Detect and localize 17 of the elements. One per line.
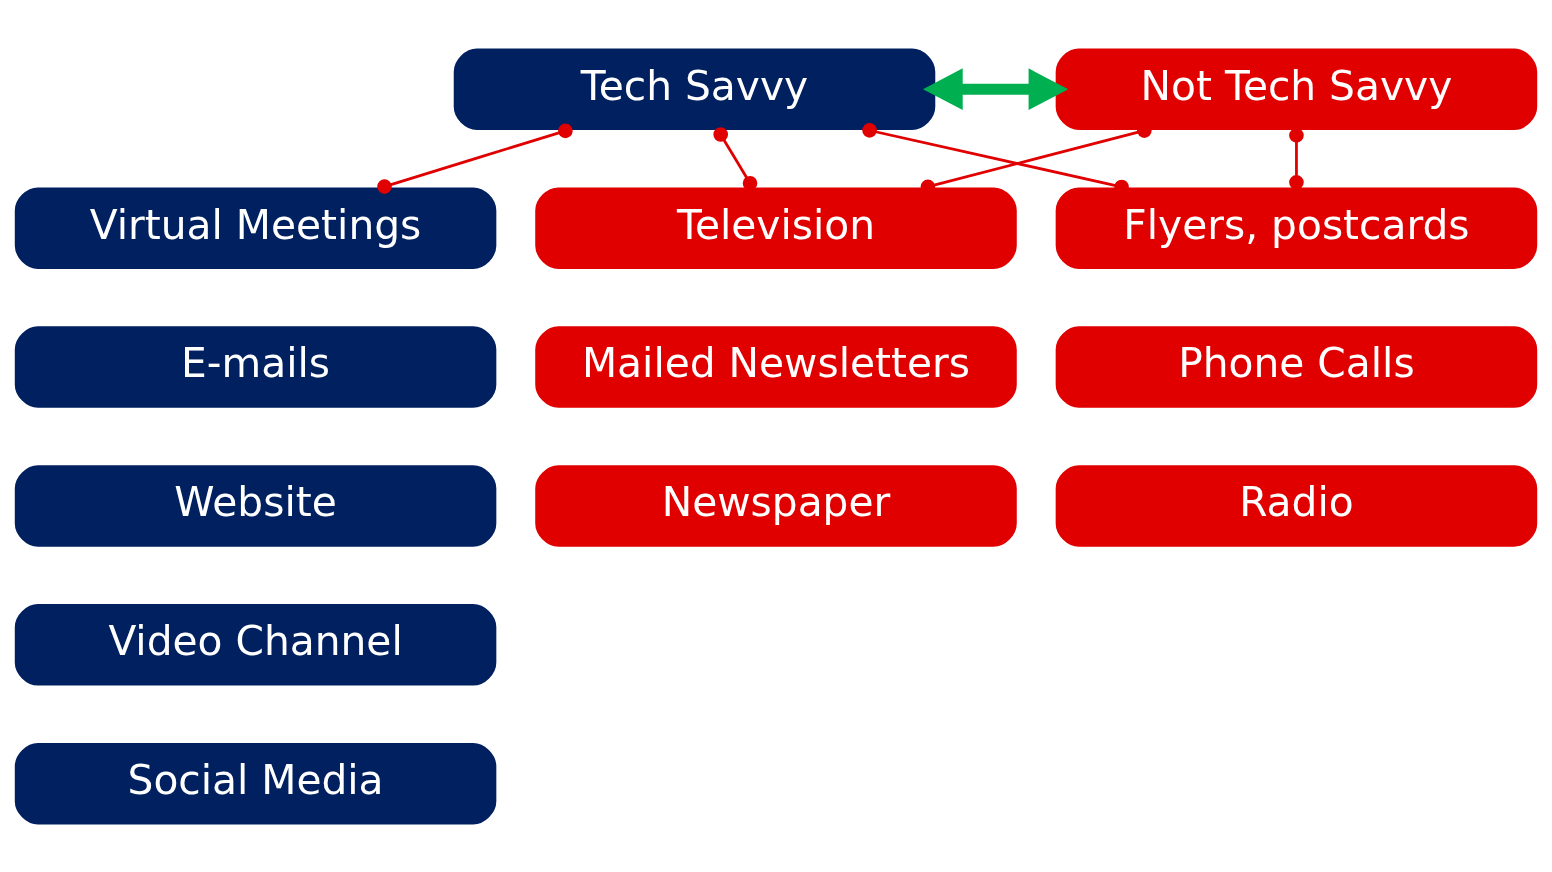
arrow	[922, 67, 1069, 110]
node-box: Phone Calls	[1055, 325, 1538, 408]
node-box: Radio	[1055, 464, 1538, 547]
connector	[1289, 127, 1304, 190]
node-box: Tech Savvy	[453, 48, 936, 130]
node-box: Mailed Newsletters	[535, 325, 1017, 408]
node-box: E-mails	[14, 325, 497, 408]
node-box: Not Tech Savvy	[1055, 48, 1538, 130]
connector	[713, 126, 758, 190]
node-box: Newspaper	[535, 464, 1017, 547]
node-box: Video Channel	[14, 603, 497, 686]
node-box: Flyers, postcards	[1055, 186, 1538, 269]
node-box: Television	[535, 186, 1017, 269]
node-box: Virtual Meetings	[14, 186, 497, 269]
connector	[377, 123, 573, 194]
node-box: Website	[14, 464, 497, 547]
node-box: Social Media	[14, 742, 497, 824]
